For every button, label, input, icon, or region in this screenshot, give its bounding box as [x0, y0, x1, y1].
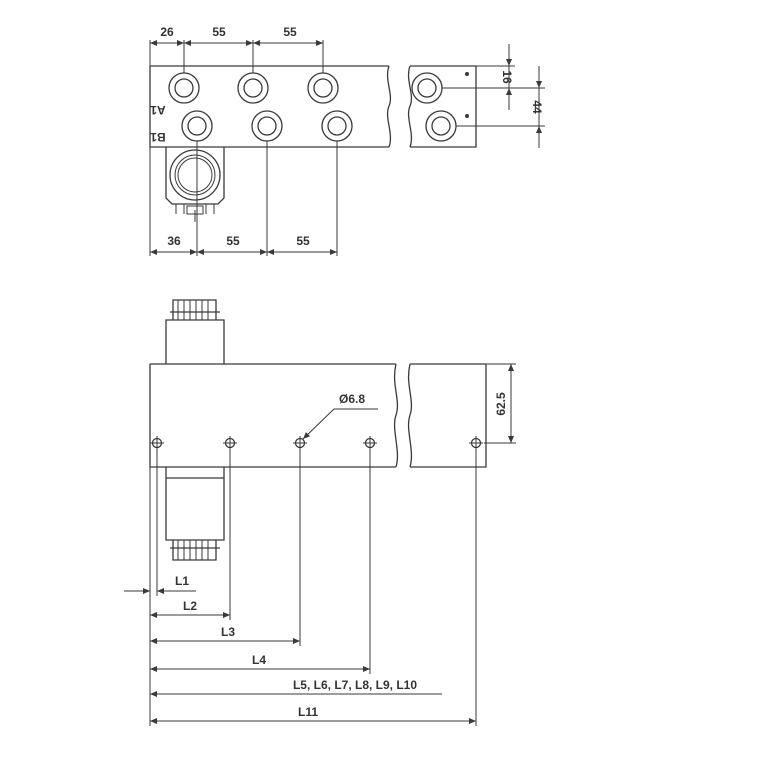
- dim-l4: L4: [252, 653, 266, 667]
- port-a3: [307, 72, 339, 104]
- port-row-b: [181, 110, 457, 142]
- top-break-line-right: [407, 65, 413, 148]
- dim-l2: L2: [183, 599, 197, 613]
- dim-l3: L3: [221, 625, 235, 639]
- port-label-a1: A1: [150, 103, 166, 117]
- port-row-a: [168, 72, 443, 104]
- dim-l11: L11: [298, 705, 318, 719]
- dim-bottom-55-b: 55: [296, 234, 310, 248]
- port-a2: [237, 72, 269, 104]
- front-break-line-right: [407, 363, 413, 468]
- manifold-front-left-body: [149, 363, 396, 468]
- dim-l5-l10: L5, L6, L7, L8, L9, L10: [293, 678, 417, 692]
- port-label-b1: B1: [150, 130, 166, 144]
- mounting-holes: [150, 436, 483, 450]
- dim-top-55-a: 55: [212, 25, 226, 39]
- dim-bottom-36: 36: [167, 234, 181, 248]
- port-b-last: [425, 110, 457, 142]
- mount-dot-1: [465, 72, 469, 76]
- dim-l1: L1: [175, 574, 189, 588]
- port-b3: [321, 110, 353, 142]
- top-view: A1 B1 26 55 55 36 55 55: [149, 25, 545, 256]
- front-view: Ø6.8 62.5 L1 L2 L3 L4 L5, L6, L7, L8, L9…: [124, 299, 516, 726]
- dim-bottom-55-a: 55: [226, 234, 240, 248]
- manifold-front-right-body: [410, 363, 487, 468]
- solenoid-upper: [165, 299, 225, 364]
- dim-right-44: 44: [530, 100, 544, 114]
- solenoid-lower: [165, 467, 225, 561]
- dim-top-55-b: 55: [283, 25, 297, 39]
- solenoid-top-view: [165, 147, 225, 222]
- port-a-last: [411, 72, 443, 104]
- port-a1: [168, 72, 200, 104]
- dim-top-26: 26: [160, 25, 174, 39]
- front-break-line-left: [393, 363, 399, 468]
- dim-height-62-5: 62.5: [494, 392, 508, 416]
- dim-right-16: 16: [500, 70, 514, 84]
- hole-diameter-label: Ø6.8: [339, 392, 365, 406]
- manifold-top-right-body: [410, 65, 477, 148]
- top-break-line-left: [386, 65, 392, 148]
- port-b2: [251, 110, 283, 142]
- port-b1: [181, 110, 213, 142]
- mount-dot-2: [465, 114, 469, 118]
